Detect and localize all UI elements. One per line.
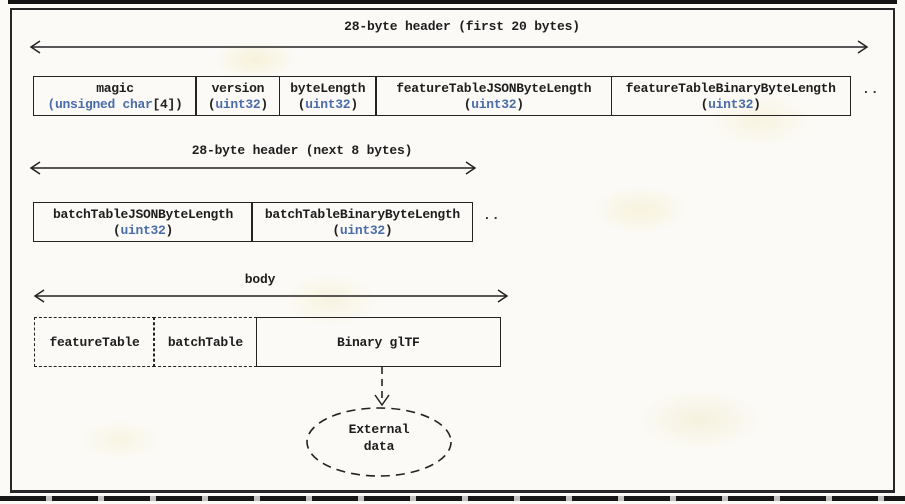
- field-box-magic: magic (unsigned char[4]): [33, 76, 197, 116]
- field-type: (uint32): [297, 97, 358, 112]
- field-name: version: [211, 81, 265, 96]
- bottom-edge-bar: [0, 496, 905, 501]
- field-box-batchTableJSONByteLength: batchTableJSONByteLength (uint32): [33, 202, 253, 242]
- external-data-line1: External: [348, 422, 410, 437]
- double-arrow-body-icon: [33, 289, 509, 303]
- double-arrow-header1-icon: [29, 40, 869, 54]
- header1-span-title: 28-byte header (first 20 bytes): [344, 19, 580, 34]
- field-type: (uint32): [207, 97, 268, 112]
- outer-frame: [10, 8, 895, 493]
- header1-continues-ellipsis: ..: [862, 82, 880, 97]
- body-row: featureTable batchTable Binary glTF: [34, 317, 501, 367]
- header2-span-title: 28-byte header (next 8 bytes): [191, 143, 413, 158]
- body-box-featureTable: featureTable: [34, 317, 155, 367]
- field-box-featureTableJSONByteLength: featureTableJSONByteLength (uint32): [375, 76, 613, 116]
- external-data-line2: data: [363, 439, 395, 454]
- header2-row: batchTableJSONByteLength (uint32) batchT…: [33, 202, 474, 242]
- field-name: batchTableJSONByteLength: [52, 207, 234, 222]
- field-name: featureTableJSONByteLength: [396, 81, 592, 96]
- field-box-version: version (uint32): [195, 76, 281, 116]
- field-type: (uint32): [332, 223, 393, 238]
- field-name: featureTableBinaryByteLength: [625, 81, 836, 96]
- body-box-label: featureTable: [49, 334, 140, 350]
- field-name: batchTableBinaryByteLength: [264, 207, 460, 222]
- body-box-batchTable: batchTable: [153, 317, 258, 367]
- external-data-label: External data: [304, 421, 454, 455]
- body-span-title: body: [244, 272, 276, 287]
- field-type: (uint32): [112, 223, 174, 238]
- dashed-down-arrow-icon: [374, 367, 390, 407]
- field-type: (unsigned char[4]): [47, 97, 183, 112]
- field-name: magic: [96, 81, 134, 96]
- top-edge-bar: [8, 0, 897, 4]
- double-arrow-header2-icon: [29, 161, 477, 175]
- field-type: (uint32): [700, 97, 761, 112]
- external-data-ellipse: [306, 407, 452, 477]
- body-box-binary-gltf: Binary glTF: [255, 317, 501, 367]
- field-box-featureTableBinaryByteLength: featureTableBinaryByteLength (uint32): [610, 76, 851, 116]
- field-box-batchTableBinaryByteLength: batchTableBinaryByteLength (uint32): [251, 202, 474, 242]
- field-type: (uint32): [463, 97, 524, 112]
- body-box-label: batchTable: [167, 334, 243, 350]
- field-box-byteLength: byteLength (uint32): [278, 76, 377, 116]
- header2-continues-ellipsis: ..: [483, 208, 501, 223]
- field-name: byteLength: [290, 81, 366, 96]
- body-box-label: Binary glTF: [337, 334, 420, 350]
- header1-row: magic (unsigned char[4]) version (uint32…: [33, 76, 851, 116]
